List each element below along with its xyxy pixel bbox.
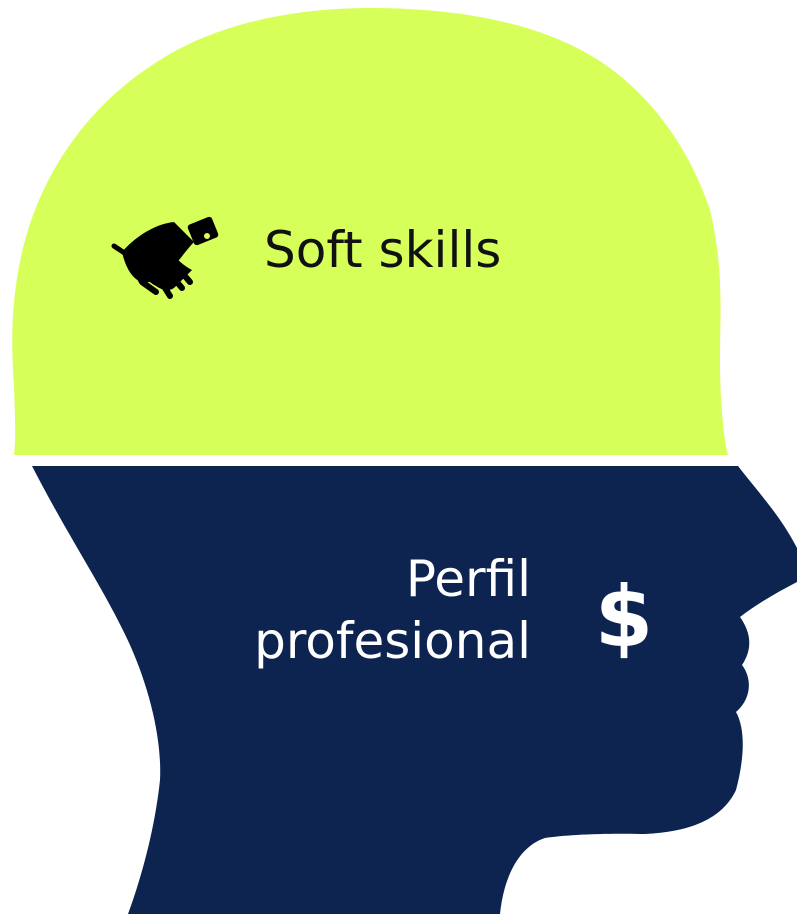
dollar-icon: $ — [595, 568, 653, 666]
soft-skills-label: Soft skills — [264, 221, 502, 279]
professional-profile-label: Perfil profesional — [211, 548, 531, 672]
handshake-icon — [111, 216, 219, 299]
soft-skills-section — [12, 8, 728, 455]
professional-profile-section — [32, 466, 797, 914]
professional-profile-label-line-1: Perfil — [405, 550, 531, 608]
professional-profile-label-line-2: profesional — [254, 612, 531, 670]
